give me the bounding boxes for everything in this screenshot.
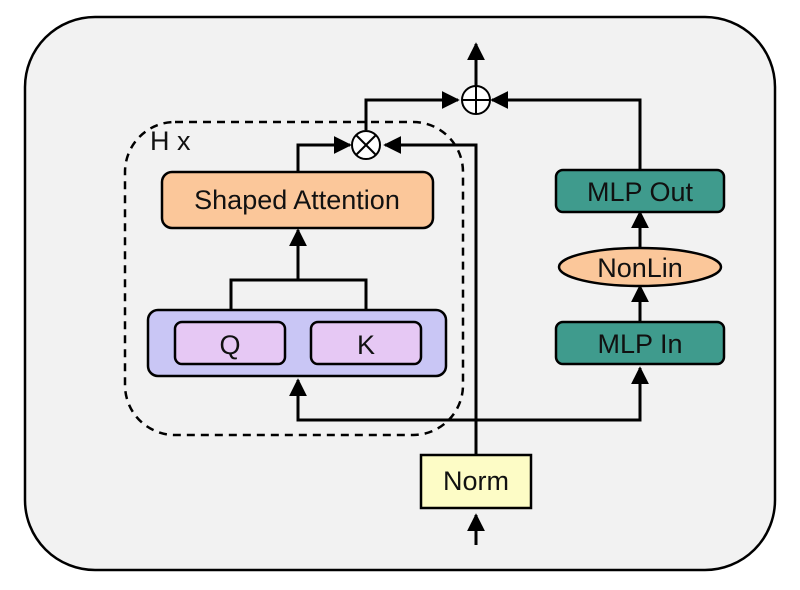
branch-to-qk-line [289, 378, 476, 422]
nonlin-label: NonLin [597, 253, 683, 283]
k-label: K [357, 330, 375, 360]
norm-box [419, 453, 533, 510]
mlp-out-label: MLP Out [587, 177, 694, 207]
multiply-to-add-line [364, 91, 460, 130]
repeat-label: H x [150, 126, 191, 156]
outer-panel [23, 15, 777, 572]
multiply-cross-b [355, 134, 377, 156]
nonlin-ellipse [557, 246, 723, 288]
norm-to-multiply-line [383, 136, 478, 455]
mlp-out-box [554, 168, 726, 214]
mlpout-to-add-line [490, 91, 642, 170]
mlp-in-label: MLP In [597, 329, 682, 359]
q-box [173, 320, 287, 366]
norm-label: Norm [443, 466, 509, 496]
attention-to-multiply-line [296, 136, 352, 172]
shaped-attention-box [160, 170, 435, 230]
branch-to-mlp-line [476, 366, 649, 422]
repeat-region [123, 120, 465, 437]
q-label: Q [219, 330, 240, 360]
k-box [309, 320, 423, 366]
mlp-in-box [554, 320, 726, 366]
shaped-attention-label: Shaped Attention [194, 185, 400, 215]
